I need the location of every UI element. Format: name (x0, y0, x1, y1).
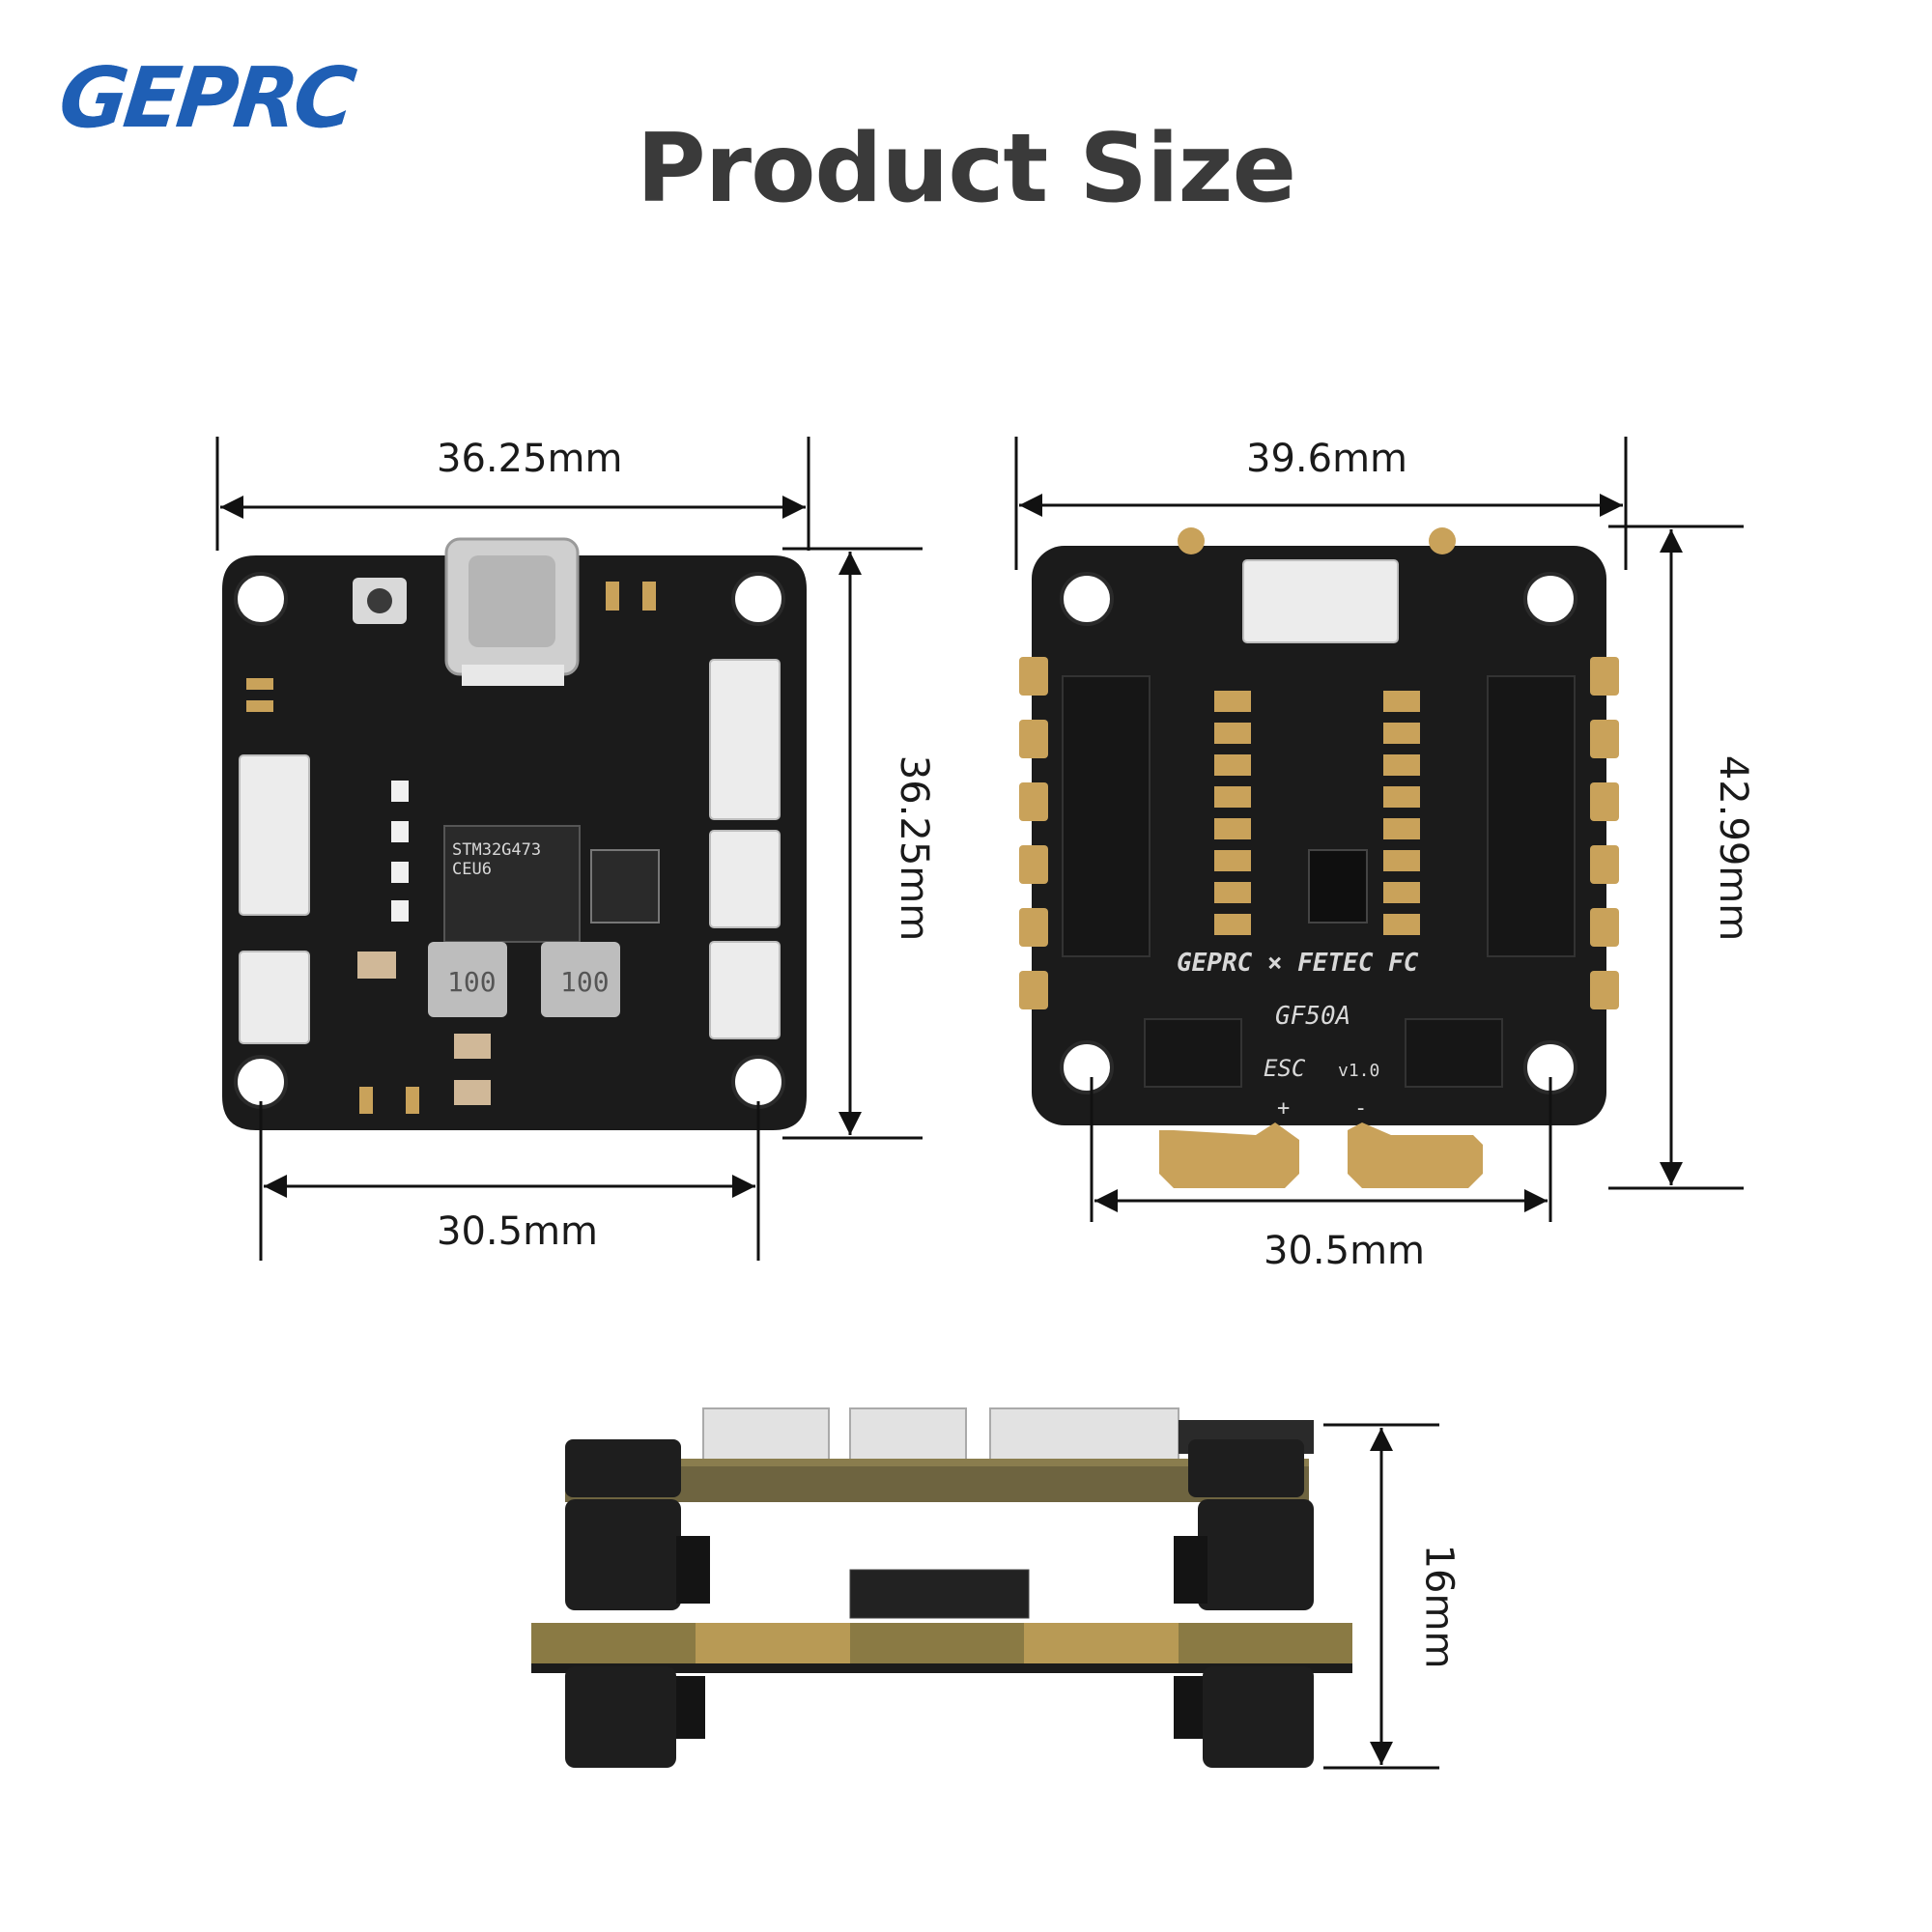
esc-brand-label: GEPRC × FETEC FC (1177, 949, 1419, 978)
stack-dimension-lines (1323, 1423, 1439, 1770)
esc-board-side (531, 1623, 1352, 1666)
esc-mount-label: 30.5mm (1264, 1229, 1425, 1273)
fc-mount-hole-tr (731, 572, 785, 626)
stack-side-view (531, 1407, 1352, 1768)
esc-height-label: 42.99mm (1711, 754, 1756, 942)
inductor-1 (428, 942, 507, 1017)
fc-board (222, 537, 807, 1130)
fc-connector-left-2 (239, 951, 310, 1044)
fc-connector-right-2 (709, 830, 781, 928)
battery-pad-minus (1348, 1122, 1483, 1188)
fc-mount-hole-br (731, 1055, 785, 1109)
gyro-chip (590, 849, 660, 923)
battery-pad-plus (1159, 1122, 1299, 1188)
stack-height-label: 16mm (1416, 1544, 1462, 1669)
fc-mount-hole-tl (234, 572, 288, 626)
inductor-2-label: 100 (560, 966, 610, 998)
esc-top-connector (1242, 559, 1399, 643)
esc-plus-label: + (1277, 1096, 1291, 1121)
fc-height-label: 36.25mm (892, 754, 937, 942)
mcu-chip (443, 825, 581, 943)
mcu-label: STM32G473 CEU6 (452, 840, 542, 879)
esc-dimension-lines (1014, 437, 1744, 1222)
esc-version-label: v1.0 (1338, 1061, 1380, 1081)
fc-width-label: 36.25mm (437, 437, 623, 481)
fc-connector-right-3 (709, 941, 781, 1039)
esc-mount-hole-bl (1060, 1040, 1114, 1094)
fc-mount-hole-bl (234, 1055, 288, 1109)
page-title: Product Size (636, 114, 1296, 224)
esc-type-label: ESC (1264, 1055, 1306, 1082)
fc-connector-left-1 (239, 754, 310, 916)
inductor-1-label: 100 (447, 966, 497, 998)
fc-mount-label: 30.5mm (437, 1209, 598, 1254)
esc-board (1019, 527, 1619, 1188)
esc-model-label: GF50A (1275, 1002, 1351, 1031)
fc-connector-right-1 (709, 659, 781, 820)
esc-width-label: 39.6mm (1246, 437, 1407, 481)
inductor-2 (541, 942, 620, 1017)
esc-minus-label: - (1354, 1096, 1368, 1121)
fc-dimension-lines (215, 437, 923, 1261)
esc-mount-hole-tr (1523, 572, 1577, 626)
esc-mount-hole-tl (1060, 572, 1114, 626)
